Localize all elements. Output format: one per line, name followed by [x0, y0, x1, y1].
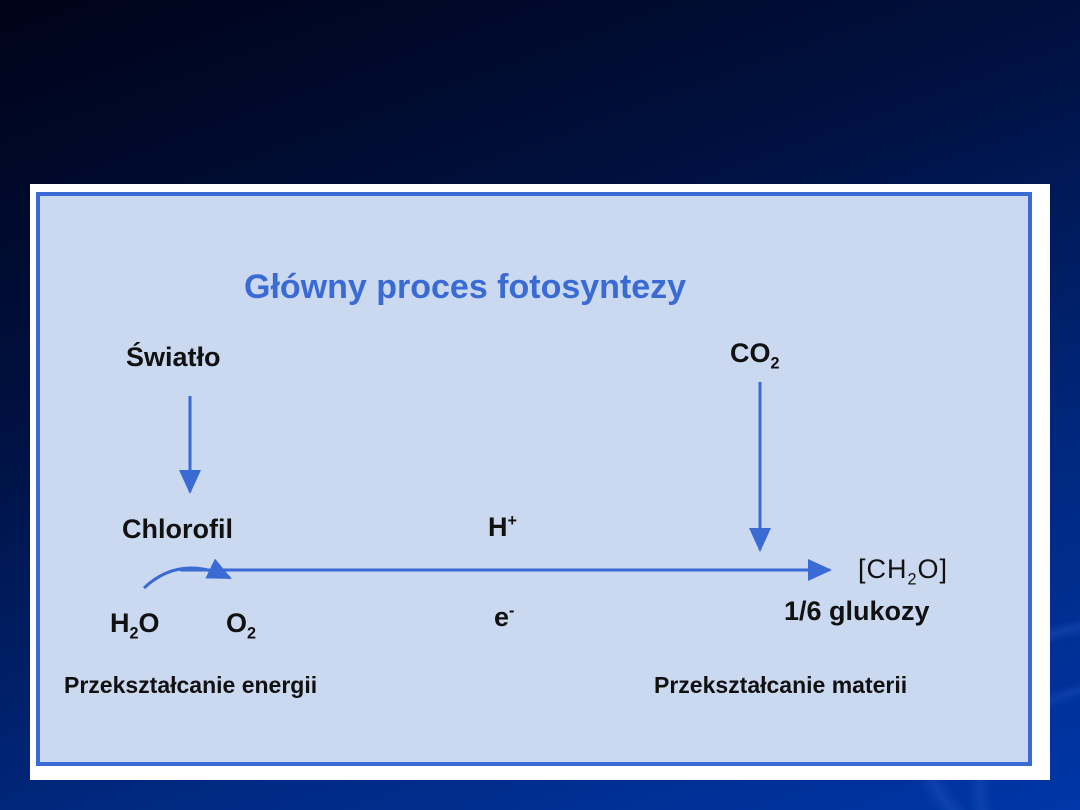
diagram-title: Główny proces fotosyntezy: [244, 268, 687, 306]
light-label: Światło: [126, 342, 221, 372]
electron-label: e-: [494, 602, 515, 632]
chlorophyll-label: Chlorofil: [122, 514, 233, 544]
water-split-arrow: [142, 558, 232, 590]
diagram-panel: Główny proces fotosyntezy Światło CO2 Ch…: [30, 184, 1050, 780]
proton-label: H+: [488, 512, 517, 542]
energy-conversion-label: Przekształcanie energii: [64, 672, 318, 698]
water-label: H2O: [110, 608, 160, 643]
co2-label: CO2: [730, 338, 780, 373]
product-label: [CH2O]: [858, 554, 949, 589]
diagram-frame: Główny proces fotosyntezy Światło CO2 Ch…: [36, 192, 1032, 766]
glucose-label: 1/6 glukozy: [784, 596, 930, 626]
matter-conversion-label: Przekształcanie materii: [654, 672, 908, 698]
oxygen-label: O2: [226, 608, 257, 643]
arrows: [142, 382, 832, 590]
